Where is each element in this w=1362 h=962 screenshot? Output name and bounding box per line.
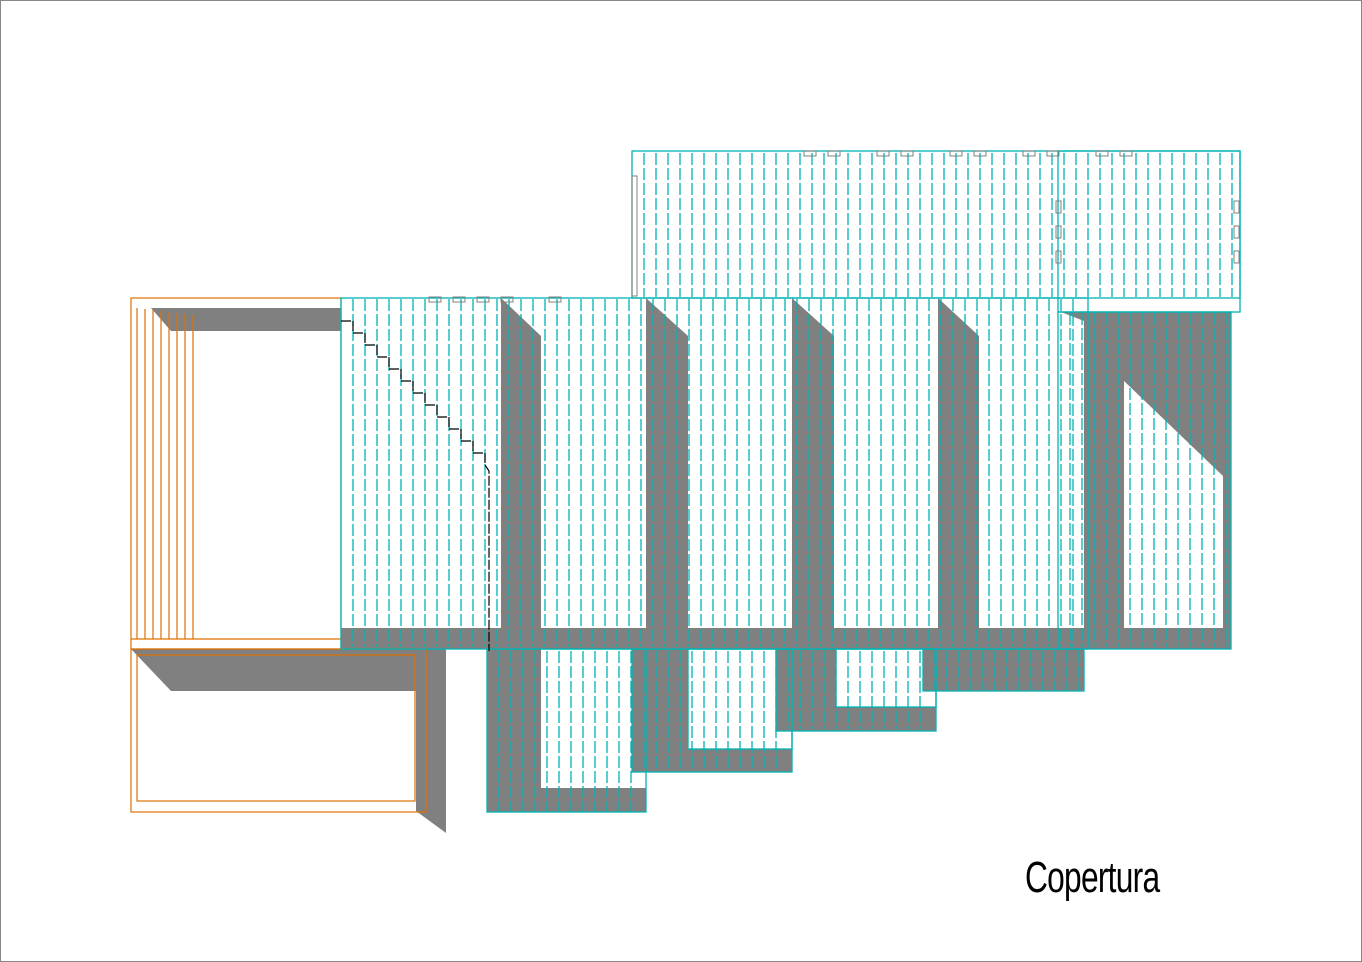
skylight	[803, 150, 817, 157]
skylight	[548, 296, 562, 303]
roof-section	[1057, 150, 1241, 313]
skylight	[476, 296, 490, 303]
terrace-orange	[130, 297, 427, 813]
vent	[1055, 225, 1062, 239]
shadow	[938, 298, 979, 649]
skylight	[876, 150, 890, 157]
roof-section	[631, 150, 1241, 299]
shadow	[487, 649, 646, 812]
skylight	[900, 150, 914, 157]
shadow	[646, 298, 688, 649]
shadows	[131, 298, 1231, 833]
drawing-title: Copertura	[1025, 853, 1160, 902]
roof-outlines	[340, 150, 1241, 813]
shadow	[923, 649, 1084, 691]
skylight	[500, 296, 514, 303]
details	[428, 150, 1240, 303]
skylight	[1119, 150, 1133, 157]
lower-terrace-inner	[136, 654, 416, 802]
roof-section	[486, 648, 647, 813]
shadow	[792, 298, 834, 649]
lit-area	[1124, 381, 1223, 628]
shadow	[416, 649, 446, 833]
roof-section	[687, 648, 793, 750]
roof-dashed-lines	[352, 153, 1233, 811]
shadow	[776, 649, 936, 731]
terrace-frame	[130, 297, 342, 650]
gutter	[631, 175, 638, 297]
vent	[1055, 250, 1062, 264]
vent	[1055, 200, 1062, 214]
vent	[1233, 250, 1240, 264]
skylight	[1022, 150, 1036, 157]
skylight	[428, 296, 442, 303]
skylight	[1046, 150, 1060, 157]
skylight	[1095, 150, 1109, 157]
skylight	[452, 296, 466, 303]
roof-section	[1057, 311, 1232, 650]
vent	[1233, 225, 1240, 239]
shadow	[632, 649, 792, 772]
shadow	[131, 649, 416, 691]
skylight	[949, 150, 963, 157]
stair-line	[341, 320, 490, 651]
roof-section	[922, 648, 1085, 692]
skylight	[827, 150, 841, 157]
lower-terrace-frame	[130, 648, 427, 813]
shadow	[151, 308, 341, 331]
skylight	[973, 150, 987, 157]
vent	[1233, 200, 1240, 214]
roof-section	[835, 648, 937, 708]
shadow	[341, 628, 1231, 649]
